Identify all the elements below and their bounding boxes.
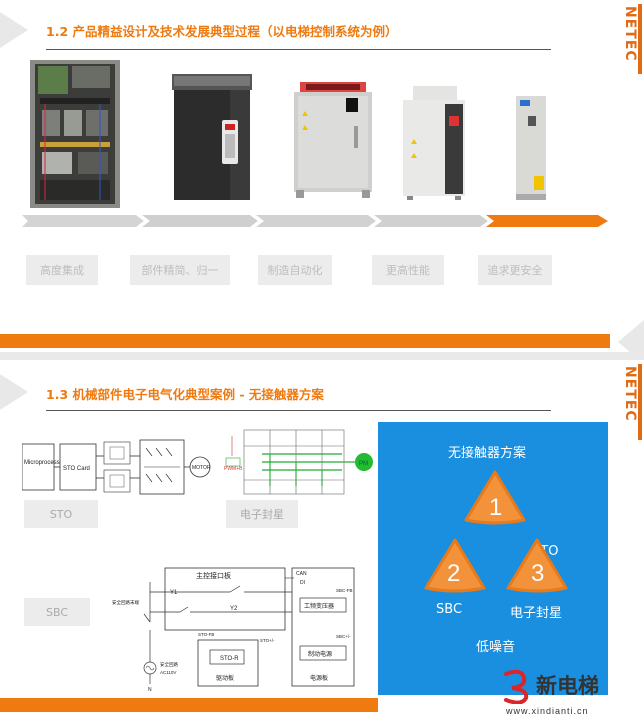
title-rule bbox=[46, 49, 551, 50]
orange-triangle-3 bbox=[506, 538, 568, 593]
orange-triangle-2 bbox=[424, 538, 486, 593]
watermark-url: www.xindianti.cn bbox=[506, 706, 589, 716]
brand-bar bbox=[638, 4, 642, 74]
svg-text:DI: DI bbox=[300, 580, 305, 586]
svg-text:SBC-FB: SBC-FB bbox=[336, 588, 353, 593]
svg-text:STO+/-: STO+/- bbox=[260, 638, 275, 643]
panel-num-3: 3 bbox=[531, 560, 545, 587]
bottom-accent-bar bbox=[0, 334, 610, 348]
brand-bar bbox=[638, 364, 642, 440]
svg-text:驱动板: 驱动板 bbox=[216, 674, 234, 682]
corner-triangle-decor bbox=[0, 12, 28, 48]
panel-label-seal: 电子封星 bbox=[510, 606, 563, 621]
svg-text:AC110V: AC110V bbox=[160, 670, 176, 675]
sbc-tag: SBC bbox=[24, 598, 90, 626]
svg-text:安全回路: 安全回路 bbox=[160, 661, 178, 668]
panel-title: 无接触器方案 bbox=[448, 446, 527, 461]
sto-card-label: STO Card bbox=[63, 466, 90, 472]
cabinet-slim-photo bbox=[516, 96, 546, 200]
panel-label-sbc: SBC bbox=[436, 602, 463, 617]
watermark-logo-text: 新电梯 bbox=[536, 674, 599, 698]
panel-footer: 低噪音 bbox=[476, 640, 516, 655]
svg-text:安全回路末端: 安全回路末端 bbox=[112, 599, 139, 606]
slide-2: 1.3 机械部件电子电气化典型案例 - 无接触器方案 NETEC Micropr… bbox=[0, 360, 644, 728]
svg-text:主控接口板: 主控接口板 bbox=[196, 571, 231, 580]
sto-block-diagram: Microprocessor STO Card MOTOR bbox=[22, 439, 211, 495]
stage-label-4: 更高性能 bbox=[372, 255, 444, 285]
pm-motor-label: PM bbox=[359, 461, 368, 467]
slide-separator bbox=[0, 352, 644, 360]
corner-triangle-decor bbox=[0, 374, 28, 410]
svg-text:Y1: Y1 bbox=[170, 590, 178, 596]
brand-netec: NETEC bbox=[622, 6, 638, 62]
svg-text:电源板: 电源板 bbox=[310, 674, 328, 682]
contactless-solution-panel: 无接触器方案 1 STO 2 SBC 3 电子封星 低噪音 bbox=[378, 422, 608, 695]
slide-2-title: 1.3 机械部件电子电气化典型案例 - 无接触器方案 bbox=[46, 387, 324, 402]
svg-text:CAN: CAN bbox=[296, 571, 307, 577]
slide-1-title: 1.2 产品精益设计及技术发展典型过程（以电梯控制系统为例） bbox=[46, 24, 398, 39]
panel-num-1: 1 bbox=[489, 494, 503, 521]
brand-netec: NETEC bbox=[622, 366, 638, 422]
pwm-label: PWM+B bbox=[224, 466, 243, 472]
stage-label-2: 部件精简、归一 bbox=[130, 255, 230, 285]
cabinet-open-photo bbox=[30, 60, 120, 208]
svg-text:STO-FB: STO-FB bbox=[198, 632, 214, 637]
bottom-accent-bar bbox=[0, 698, 378, 712]
title-rule bbox=[46, 410, 551, 411]
svg-text:N: N bbox=[148, 687, 152, 692]
cabinet-grey-photo bbox=[294, 82, 372, 198]
motor-label: MOTOR bbox=[192, 465, 211, 471]
sto-tag: STO bbox=[24, 500, 98, 528]
panel-num-2: 2 bbox=[447, 560, 461, 587]
orange-triangle-1 bbox=[464, 470, 526, 525]
xindianti-logo-icon bbox=[504, 669, 529, 704]
svg-text:工频变压器: 工频变压器 bbox=[304, 602, 334, 610]
microprocessor-label: Microprocessor bbox=[24, 460, 65, 466]
svg-text:SBC+/-: SBC+/- bbox=[336, 634, 351, 639]
cabinet-tall-photo bbox=[403, 86, 465, 200]
sbc-wiring-diagram: 主控接口板 Y1 Y2 CAN DI SBC-FB 工频变压器 SBC+/- 制… bbox=[112, 567, 355, 692]
slide-1: 1.2 产品精益设计及技术发展典型过程（以电梯控制系统为例） NETEC bbox=[0, 0, 644, 352]
svg-text:制动电源: 制动电源 bbox=[308, 650, 332, 658]
svg-text:Y2: Y2 bbox=[230, 606, 238, 612]
progress-arrow-track bbox=[22, 215, 608, 227]
stage-label-3: 制造自动化 bbox=[258, 255, 332, 285]
stage-label-5: 追求更安全 bbox=[478, 255, 552, 285]
seal-tag: 电子封星 bbox=[226, 500, 298, 528]
stage-label-1: 高度集成 bbox=[26, 255, 98, 285]
cabinet-compact-photo bbox=[172, 74, 252, 200]
star-seal-circuit: PM PWM+B bbox=[224, 429, 373, 495]
right-triangle-decor bbox=[618, 320, 644, 352]
svg-text:STO-R: STO-R bbox=[220, 656, 239, 662]
